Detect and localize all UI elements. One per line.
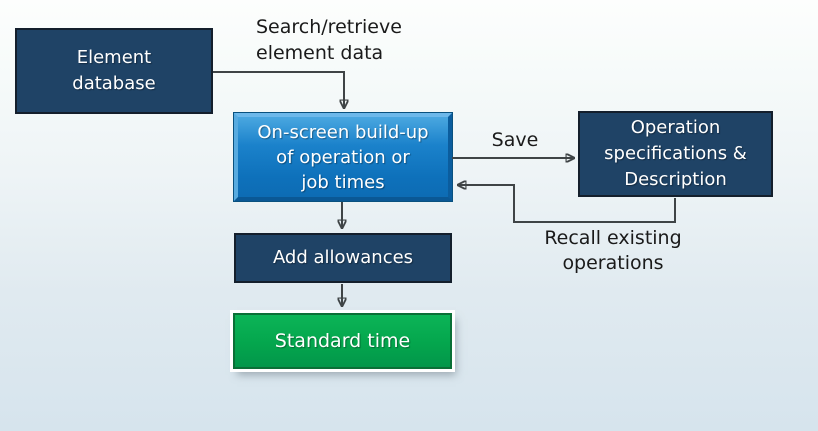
- edge-label-recall-existing: Recall existing operations: [544, 227, 682, 274]
- node-onscreen-buildup: On-screen build-up of operation or job t…: [234, 113, 452, 201]
- node-add-allowances: Add allowances: [234, 233, 452, 283]
- connector-search-retrieve: [213, 71, 344, 108]
- node-operation-specs: Operation specifications & Description: [578, 111, 773, 197]
- node-standard-time: Standard time: [233, 313, 452, 369]
- edge-label-search-retrieve: Search/retrieve element data: [256, 16, 402, 64]
- edge-label-save: Save: [491, 129, 539, 151]
- node-element-database: Element database: [15, 28, 213, 114]
